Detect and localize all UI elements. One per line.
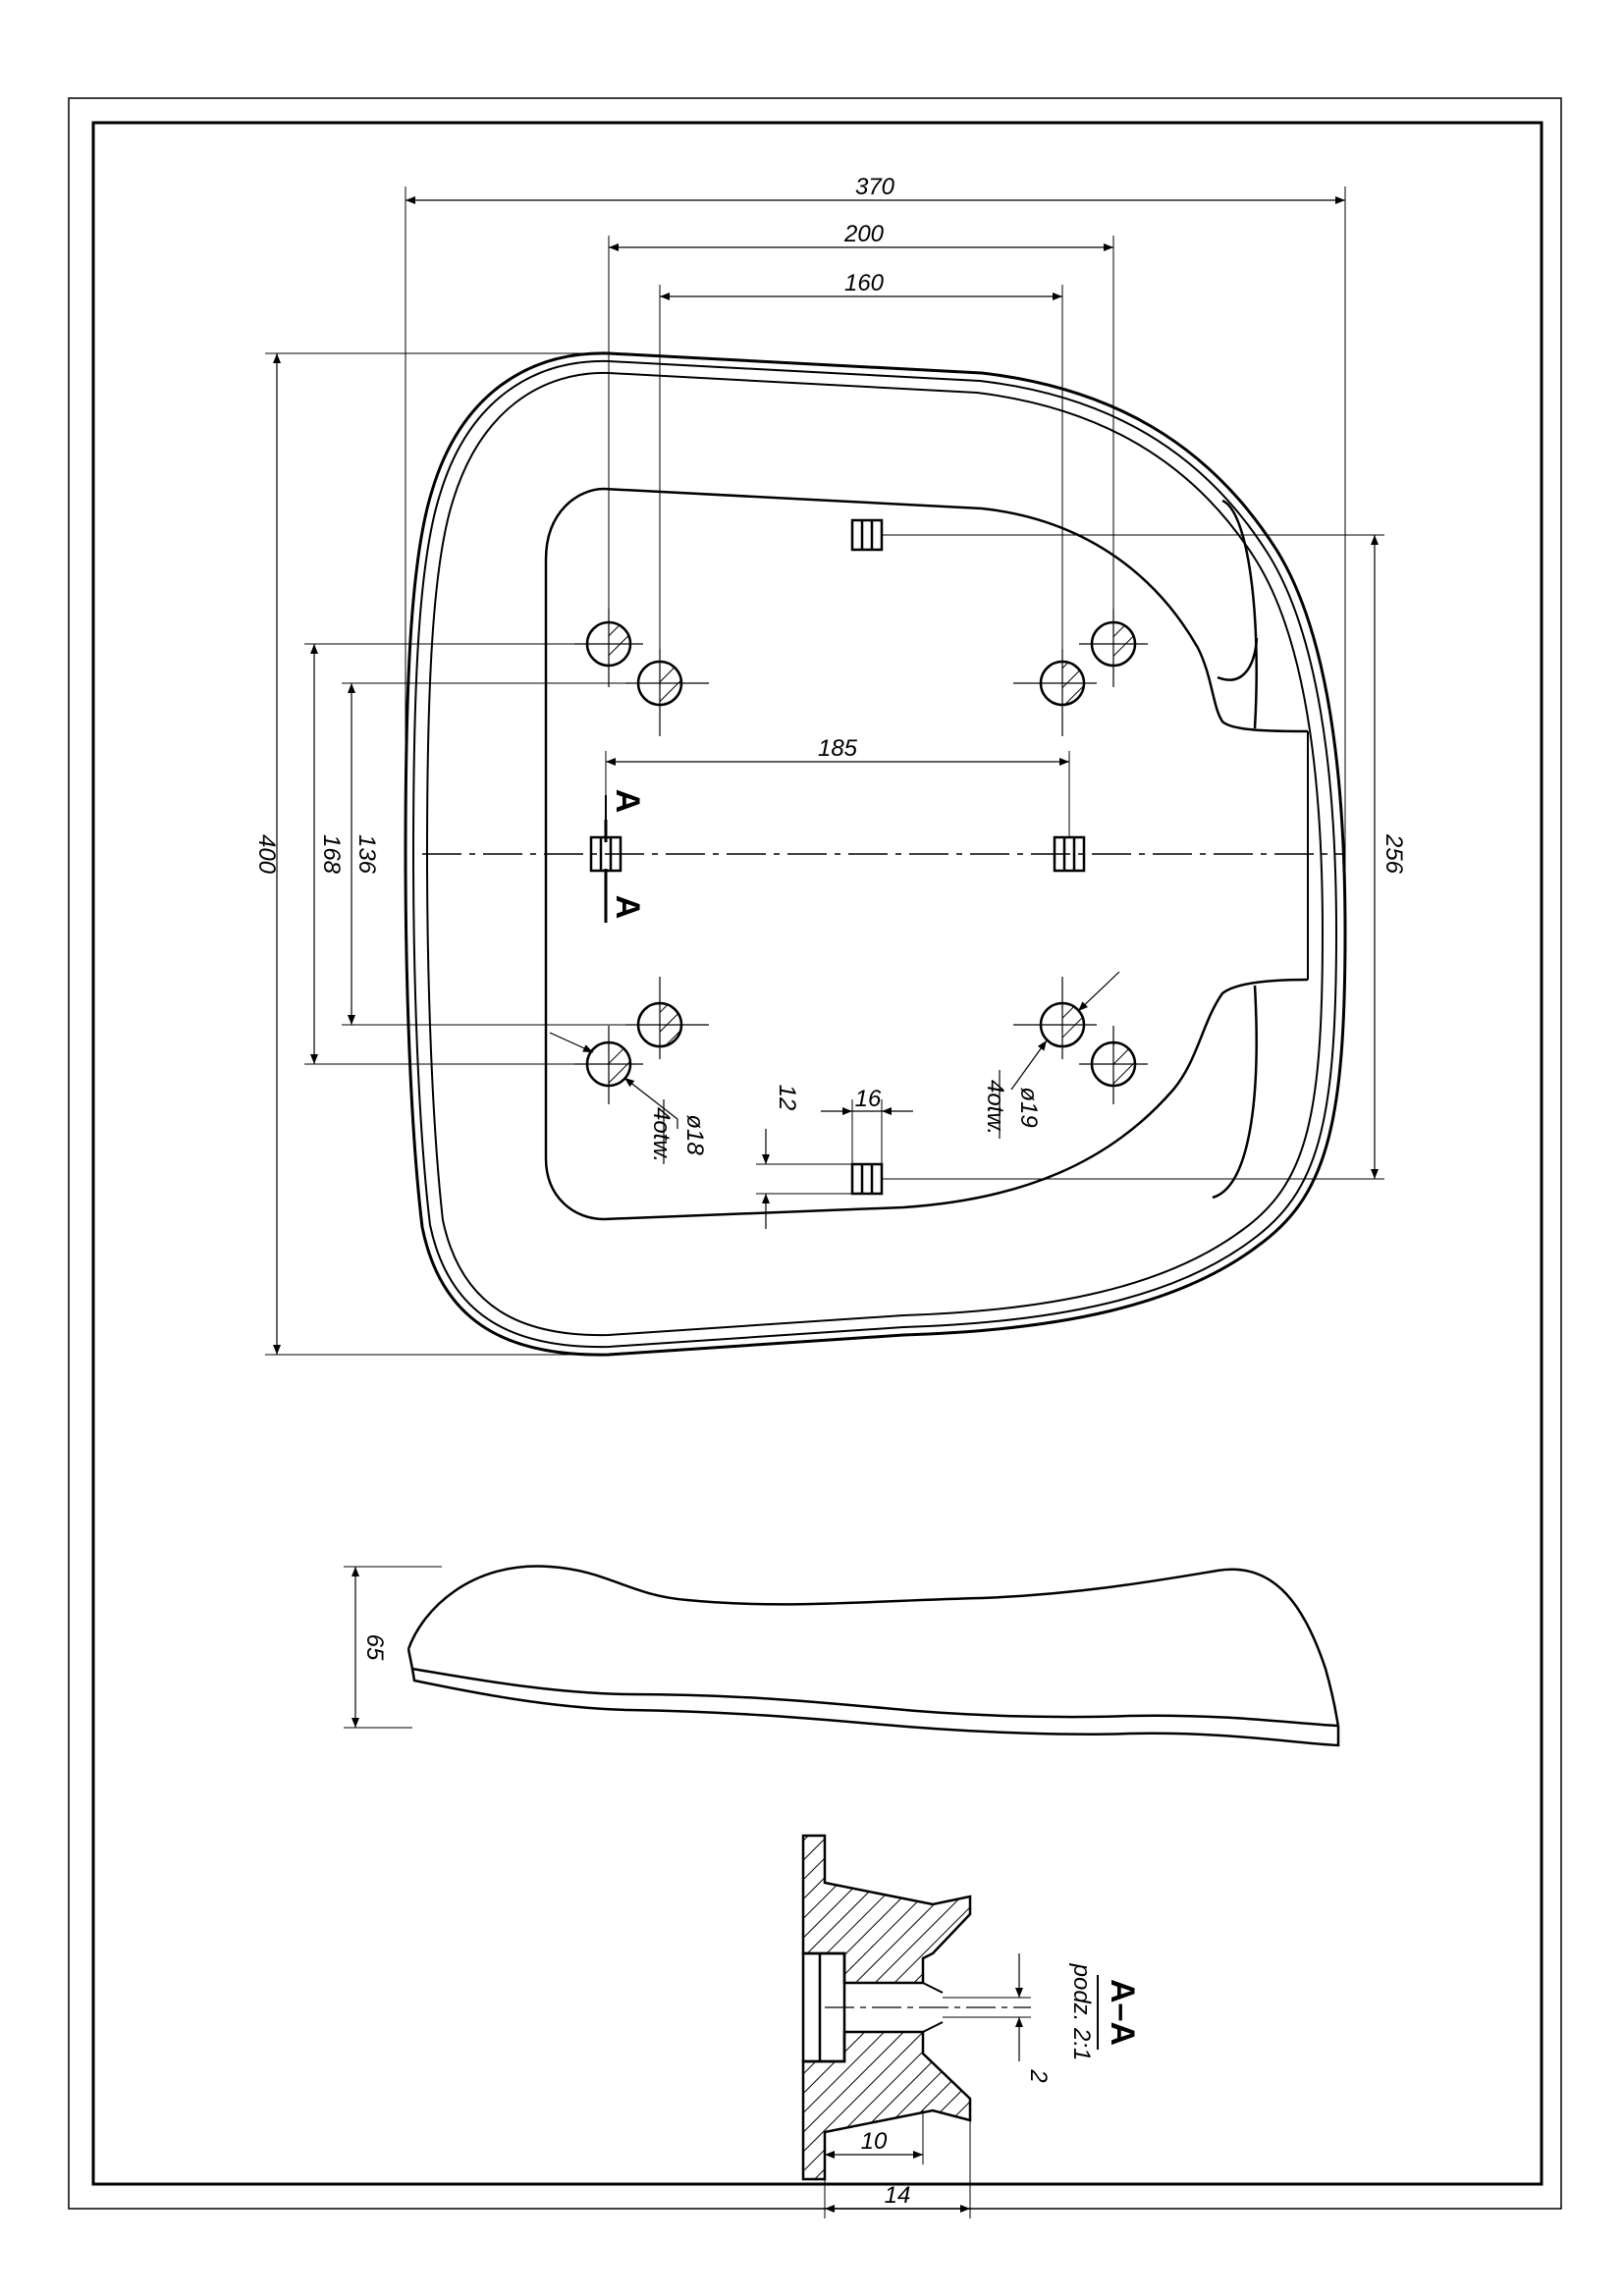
section-upper <box>801 1834 972 1985</box>
seat-outline-outer <box>404 351 1347 1357</box>
top-view: 370 200 160 185 400 168 136 <box>253 174 1407 1357</box>
bosses <box>589 518 1086 1196</box>
dim-12: 12 <box>774 1085 800 1111</box>
side-profile-base <box>410 1668 1340 1747</box>
section-view: 2 10 14 A–A podz. 2:1 <box>801 1834 1141 2218</box>
side-view: 65 <box>344 1565 1340 1747</box>
dim-2: 2 <box>1025 2068 1052 2082</box>
inner-frame <box>91 121 1543 2186</box>
section-scale: podz. 2:1 <box>1068 1963 1095 2061</box>
outer-frame <box>68 97 1562 2210</box>
boss-bottom <box>850 1162 884 1196</box>
seat-outline-inner <box>425 371 1325 1337</box>
hole-right-count: 4otw. <box>982 1080 1008 1135</box>
section-title: A–A <box>1104 1979 1141 2046</box>
dim-10: 10 <box>861 2128 888 2155</box>
dim-16: 16 <box>855 1086 882 1112</box>
dim-200: 200 <box>843 221 885 247</box>
right-lip-top <box>1221 499 1258 729</box>
dim-65: 65 <box>361 1634 388 1661</box>
hole-left-diameter: ø18 <box>681 1114 708 1155</box>
side-profile-top <box>406 1565 1340 1727</box>
section-lower <box>801 2030 972 2181</box>
inner-opening-right-top <box>1217 637 1259 681</box>
inner-opening-body <box>544 487 1309 1221</box>
section-marker-bottom: A <box>609 895 646 920</box>
dim-168: 168 <box>318 834 345 875</box>
dim-136: 136 <box>353 834 380 875</box>
inner-opening <box>603 487 1309 733</box>
dim-160: 160 <box>844 270 885 296</box>
side-profile-bottom <box>406 1648 1339 1728</box>
leader-right-hole <box>1077 971 1120 1012</box>
dim-185: 185 <box>818 735 858 762</box>
section-marker-top: A <box>609 789 646 814</box>
seat-outline-middle <box>411 359 1338 1349</box>
hole-left-count: 4otw. <box>648 1107 675 1162</box>
dim-14: 14 <box>885 2182 911 2209</box>
dim-400: 400 <box>253 834 280 875</box>
boss-top <box>850 518 884 552</box>
dim-370: 370 <box>855 174 895 200</box>
dim-256: 256 <box>1380 833 1407 875</box>
right-lip-bottom <box>1212 985 1258 1200</box>
hole-right-diameter: ø19 <box>1015 1087 1042 1127</box>
leader-left-hole <box>549 1032 594 1053</box>
